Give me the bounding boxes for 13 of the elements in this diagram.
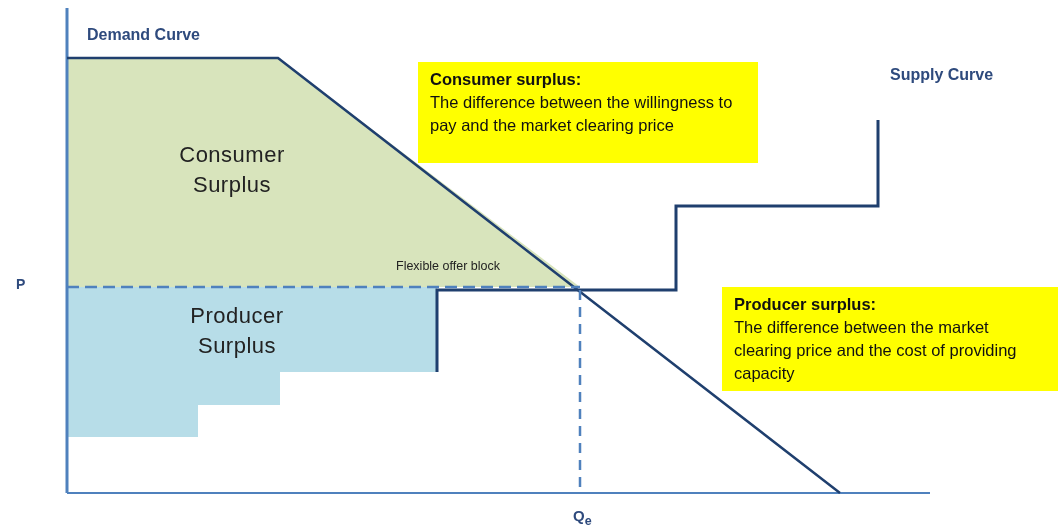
callout-box [418,62,758,163]
callout-text: The difference between the market clearing price and the cost of providing capacity [734,317,1018,384]
axis-label: P [16,276,26,292]
curve-label: Demand Curve [87,26,200,44]
curve-label: Supply Curve [890,66,994,84]
callout-heading: Producer surplus: [734,294,878,315]
axis-label: Q$_{e}$ [573,507,592,528]
callout-heading: Consumer surplus: [430,69,583,90]
callout-box [722,287,1058,391]
area-label: Consumer Surplus [178,141,286,199]
callout-text: The difference between the willingness to pay and the market clearing price [430,92,734,136]
area-label: Producer Surplus [189,302,285,360]
annotation-text: Flexible offer block [396,259,500,273]
